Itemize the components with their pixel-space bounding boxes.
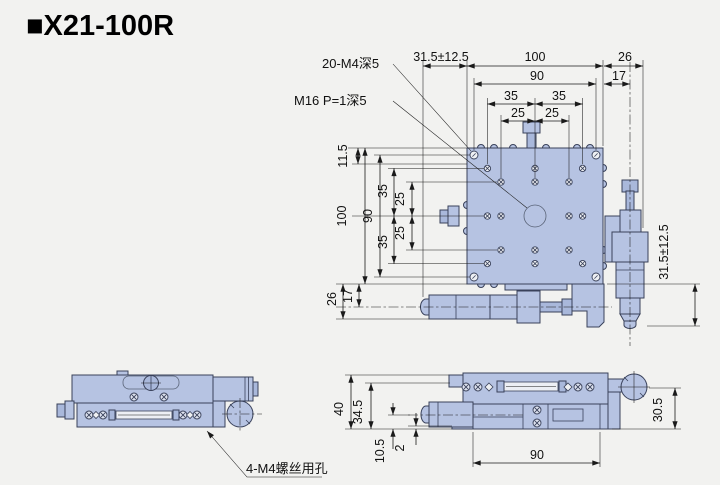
dim-front-inner-height: 34.5 [351, 400, 365, 424]
left-micrometer [428, 401, 474, 428]
screw-cross [475, 384, 481, 390]
dim-front-knob-height: 30.5 [651, 398, 665, 422]
micrometer-body [212, 376, 254, 402]
dim-travel-h: 31.5±12.5 [413, 50, 469, 64]
m4-hole-mark [580, 261, 586, 267]
screw-cross [100, 412, 106, 418]
dim-front-height: 40 [332, 402, 346, 416]
dim-front-lip: 2 [393, 444, 407, 451]
top-clamp-knob [522, 121, 541, 134]
micrometer-bracket [571, 283, 605, 328]
m4-hole-mark [472, 275, 476, 279]
screw-cross [534, 420, 540, 426]
m4-hole-mark [532, 261, 538, 267]
under-slab [504, 283, 568, 291]
right-micrometer [604, 179, 649, 329]
screw-cross [86, 412, 92, 418]
m4-hole-mark [566, 213, 572, 219]
dim-35-right: 35 [552, 89, 566, 103]
m4-hole-mark [498, 247, 504, 253]
dim-right-offset: 26 [618, 50, 632, 64]
m4-hole-mark [580, 165, 586, 171]
m4-hole-mark [498, 213, 504, 219]
base-pocket [552, 408, 584, 422]
front-view [408, 371, 650, 430]
dim-35-top: 35 [376, 184, 390, 198]
dim-25-right: 25 [545, 106, 559, 120]
m4-hole-mark [594, 275, 598, 279]
micrometer-endcap [252, 381, 259, 397]
dim-hole-span-w: 90 [530, 69, 544, 83]
dim-35-bottom: 35 [376, 235, 390, 249]
screw-cross [463, 384, 469, 390]
m4-hole-mark [532, 179, 538, 185]
micrometer-tip [420, 405, 430, 424]
screw-cross [161, 394, 167, 400]
plan-view-xy-stage [420, 121, 649, 329]
dim-25-top: 25 [393, 192, 407, 206]
screw-cross [575, 384, 581, 390]
m4-hole-mark [566, 247, 572, 253]
diamond-marker [563, 382, 573, 392]
screw-cross [534, 407, 540, 413]
dim-top-offset: 11.5 [336, 144, 350, 167]
dimension-annotations: 31.5±12.5 100 26 90 17 35 35 25 25 11.5 … [325, 50, 700, 467]
bottom-micrometer [420, 283, 605, 328]
page-title: ■X21-100R [26, 10, 175, 42]
m4-hole-mark [472, 153, 476, 157]
m4-hole-mark [566, 179, 572, 185]
slot-tab [172, 409, 180, 421]
diamond-marker [484, 382, 494, 392]
top-clamp-stem [526, 132, 537, 149]
dim-bottom-offset: 26 [325, 292, 339, 306]
dim-bottom-cl: 17 [341, 289, 355, 303]
m4-hole-mark [532, 247, 538, 253]
dim-front-cl-height: 10.5 [373, 439, 387, 463]
diamond-marker [185, 410, 195, 420]
screw-cross [587, 384, 593, 390]
screw-cross [180, 412, 186, 418]
left-anvil-cap [64, 400, 75, 420]
dim-right-cl: 17 [612, 69, 626, 83]
m4-hole-mark [484, 213, 490, 219]
m4-hole-mark [484, 261, 490, 267]
dim-travel-v: 31.5±12.5 [657, 224, 671, 280]
right-bracket [607, 391, 621, 430]
dim-35-left: 35 [504, 89, 518, 103]
diamond-marker [91, 410, 101, 420]
dim-front-base-width: 90 [530, 448, 544, 462]
dim-height: 100 [335, 206, 349, 227]
callout-plate-holes: 20-M4深5 [322, 56, 379, 71]
callout-center-thread: M16 P=1深5 [294, 93, 367, 108]
screw-cross [194, 412, 200, 418]
slot-tab [496, 380, 505, 393]
slot-tab [108, 409, 116, 421]
m4-hole-mark [484, 165, 490, 171]
screw-cross [131, 394, 137, 400]
dim-width: 100 [525, 50, 546, 64]
side-view [56, 370, 262, 431]
m4-hole-mark [580, 213, 586, 219]
dim-25-left: 25 [511, 106, 525, 120]
left-anvil [56, 403, 66, 418]
m4-hole-mark [498, 179, 504, 185]
dim-25-bottom: 25 [393, 226, 407, 240]
m4-hole-grid [469, 150, 601, 282]
callout-annotations: 20-M4深5 M16 P=1深5 4-M4螺丝用孔 [206, 56, 528, 478]
callout-base-holes: 4-M4螺丝用孔 [246, 461, 328, 476]
dim-hole-span-h: 90 [361, 209, 375, 223]
m16-center-thread [523, 204, 547, 228]
spindle-clamp [619, 209, 642, 233]
m4-hole-mark [594, 153, 598, 157]
